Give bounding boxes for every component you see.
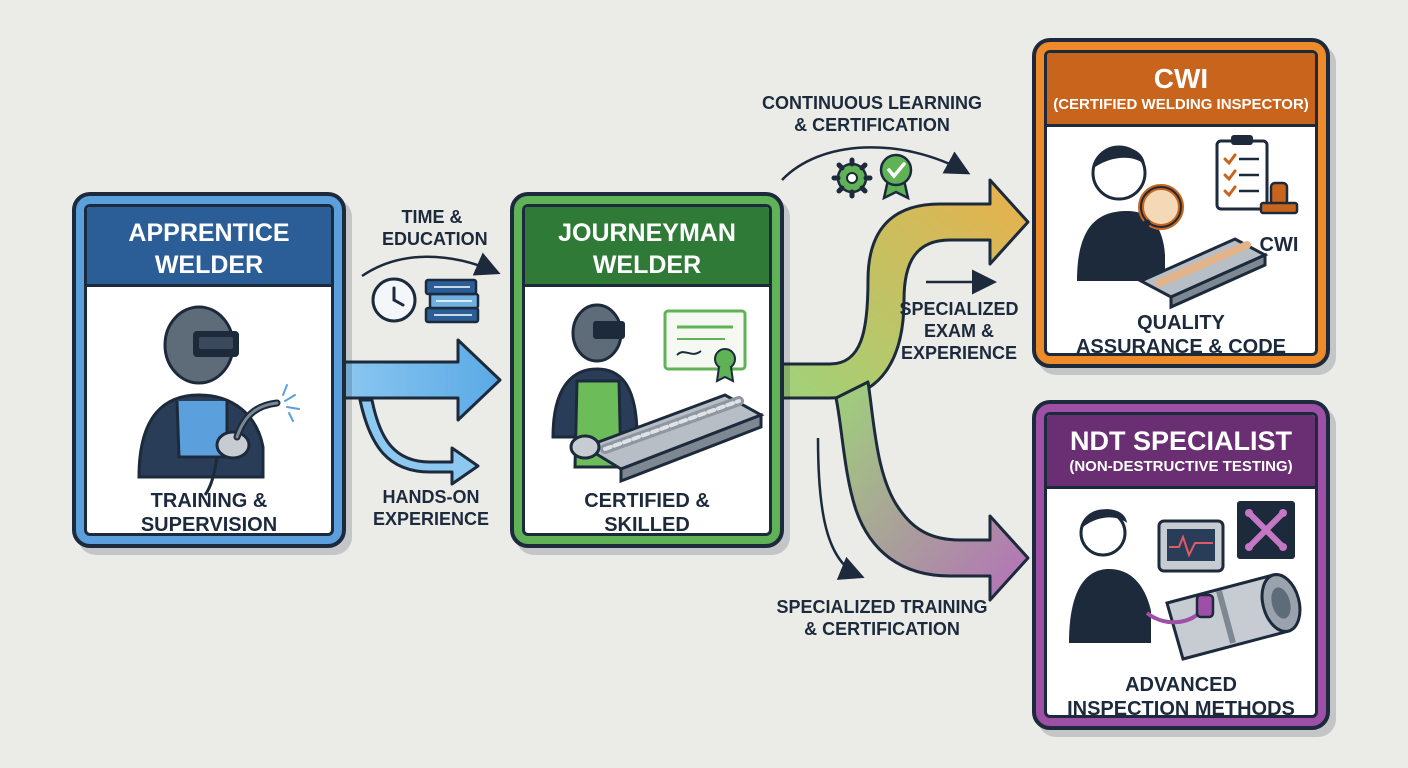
label-continuous: CONTINUOUS LEARNING & CERTIFICATION	[762, 93, 982, 135]
pipe-icon	[1165, 573, 1302, 661]
stage-card-ndt: NDT SPECIALIST (NON-DESTRUCTIVE TESTING)	[1032, 400, 1330, 730]
weld-plate-icon	[1137, 237, 1269, 310]
welder-helmet-icon	[163, 305, 239, 385]
clock-icon	[371, 277, 417, 323]
welder-figure	[137, 305, 300, 496]
arrow-continuous	[781, 146, 971, 181]
stage-caption-ndt: ADVANCED INSPECTION METHODS	[1067, 674, 1295, 718]
arrow-specialized-training	[816, 437, 865, 580]
label-specialized-training: SPECIALIZED TRAINING & CERTIFICATION	[776, 597, 988, 639]
ndt-figure	[1069, 501, 1302, 661]
label-specialized-exam: SPECIALIZED EXAM & EXPERIENCE	[899, 299, 1019, 363]
main-arrow-apprentice-journeyman	[336, 338, 502, 422]
torch-icon	[203, 384, 300, 496]
stage-caption-apprentice: TRAINING & SUPERVISION	[140, 490, 278, 536]
stage-subtitle-ndt: (NON-DESTRUCTIVE TESTING)	[1069, 458, 1293, 475]
stage-card-cwi: CWI (CERTIFIED WELDING INSPECTOR)	[1032, 38, 1330, 368]
books-icon	[424, 278, 480, 324]
label-hands-on: HANDS-ON EXPERIENCE	[372, 487, 490, 529]
arrow-time-education	[361, 252, 501, 278]
monitor-icon	[1157, 519, 1225, 573]
stage-card-apprentice: APPRENTICE WELDER	[72, 192, 346, 548]
fork-arrow-cwi	[778, 178, 1030, 400]
stage-title-apprentice: APPRENTICE WELDER	[87, 207, 331, 287]
bone-xray-icon	[1237, 501, 1295, 559]
journeyman-figure	[551, 303, 765, 484]
cwi-badge-text: CWI	[1260, 234, 1299, 256]
stage-caption-cwi: QUALITY ASSURANCE & CODE COMPLIANCE	[1075, 312, 1287, 356]
weld-plate-icon	[581, 393, 765, 484]
stage-card-journeyman: JOURNEYMAN WELDER	[510, 192, 784, 548]
branch-arrow-hands-on	[358, 398, 480, 486]
stamp-icon	[1259, 181, 1299, 215]
stage-title-cwi: CWI (CERTIFIED WELDING INSPECTOR)	[1047, 53, 1315, 127]
gear-icon	[831, 157, 873, 199]
stage-subtitle-cwi: (CERTIFIED WELDING INSPECTOR)	[1053, 96, 1309, 113]
stage-title-journeyman: JOURNEYMAN WELDER	[525, 207, 769, 287]
clipboard-icon	[1215, 135, 1269, 211]
magnifier-icon	[1131, 184, 1184, 243]
certificate-icon	[663, 309, 747, 383]
badge-check-icon	[879, 153, 913, 201]
welder-helmet-icon	[571, 303, 625, 363]
stage-title-ndt: NDT SPECIALIST (NON-DESTRUCTIVE TESTING)	[1047, 415, 1315, 489]
fork-arrow-ndt	[834, 380, 1030, 602]
label-time-education: TIME & EDUCATION	[382, 207, 488, 249]
inspector-figure: CWI	[1077, 135, 1299, 310]
stage-caption-journeyman: CERTIFIED & SKILLED	[584, 490, 710, 536]
